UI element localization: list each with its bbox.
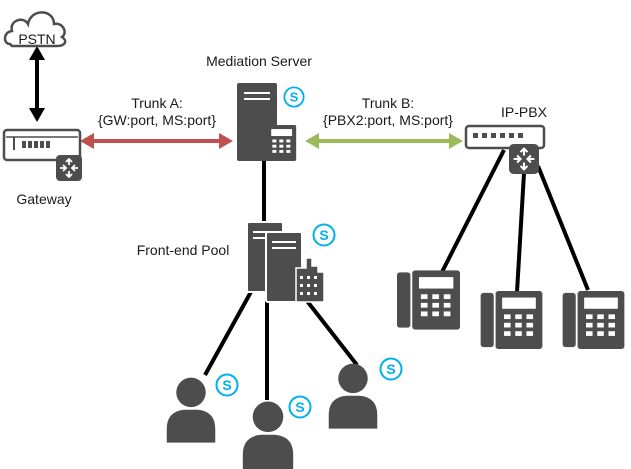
trunk-a-title: Trunk A: xyxy=(131,95,183,111)
gateway-icon xyxy=(2,128,82,181)
user-2-icon xyxy=(242,401,294,469)
trunk-b-link xyxy=(305,133,463,149)
phone-1-icon xyxy=(397,270,460,330)
front-end-skype-icon xyxy=(312,223,336,247)
user-3-icon xyxy=(328,363,378,429)
trunk-a-link xyxy=(80,133,233,149)
user-2-skype-icon xyxy=(288,395,312,419)
gateway-label: Gateway xyxy=(16,191,72,207)
phone-3-icon xyxy=(562,291,625,349)
front-end-pool-label: Front-end Pool xyxy=(136,242,230,258)
pstn-gateway-link xyxy=(29,46,45,122)
trunk-b-detail: {PBX2:port, MS:port} xyxy=(323,112,453,128)
trunk-a-detail: {GW:port, MS:port} xyxy=(97,112,217,128)
network-lines xyxy=(203,149,590,400)
ip-pbx-label: IP-PBX xyxy=(501,104,547,120)
user-1-icon xyxy=(166,377,216,443)
pstn-cloud-icon xyxy=(3,11,67,48)
ip-pbx-icon xyxy=(464,124,546,174)
phone-2-icon xyxy=(480,291,543,349)
user-3-skype-icon xyxy=(379,357,403,381)
user-1-skype-icon xyxy=(215,373,239,397)
mediation-skype-icon xyxy=(283,86,305,108)
trunk-b-title: Trunk B: xyxy=(361,95,415,111)
front-end-pool-icon xyxy=(246,221,325,303)
mediation-server-label: Mediation Server xyxy=(206,53,312,69)
pstn-label: PSTN xyxy=(18,31,56,47)
mediation-server-icon xyxy=(237,83,297,161)
